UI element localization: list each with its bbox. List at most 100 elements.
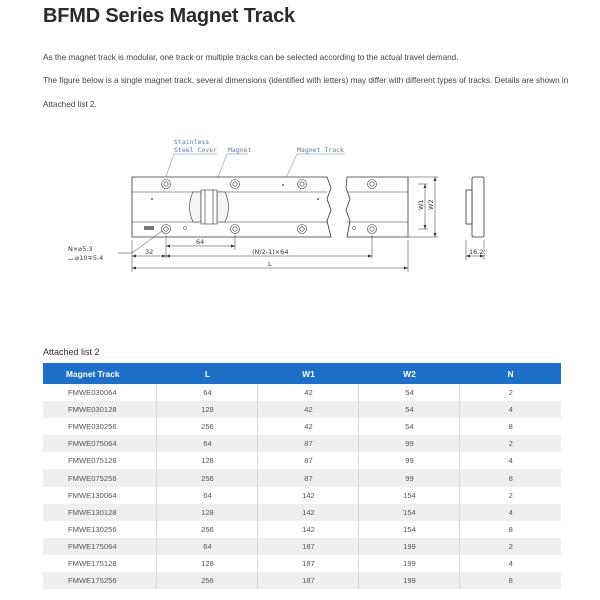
table-cell: 4	[459, 503, 561, 521]
column-header-magnet-track: Magnet Track	[43, 363, 157, 384]
figure-description: The figure below is a single magnet trac…	[43, 76, 569, 85]
table-cell: FMWE030128	[43, 401, 158, 419]
table-cell: FMWE175128	[43, 554, 158, 573]
table-cell: 142	[257, 503, 360, 521]
dim-span: (N/2-1)×64	[252, 248, 288, 256]
dim-w1: W1	[417, 199, 425, 210]
table-cell: FMWE130128	[43, 503, 158, 521]
page-title: BFMD Series Magnet Track	[43, 5, 295, 27]
table-cell: 128	[156, 401, 259, 419]
table-cell: 64	[156, 486, 259, 504]
table-cell: 128	[156, 452, 259, 470]
dim-length: L	[268, 260, 272, 268]
column-header-w2: W2	[358, 363, 460, 384]
table-cell: 99	[358, 452, 461, 470]
table-cell: 64	[156, 435, 259, 453]
table-cell: 142	[257, 486, 360, 504]
table-cell: 42	[257, 401, 360, 419]
table-cell: FMWE075064	[43, 435, 158, 453]
table-cell: 4	[459, 452, 561, 470]
table-cell: 256	[156, 572, 259, 590]
table-cell: 99	[358, 469, 461, 487]
table-cell: 4	[459, 554, 561, 573]
table-cell: 256	[156, 469, 259, 487]
callout-cover-line1: Stainless	[174, 138, 209, 146]
callout-track: Magnet Track	[297, 146, 344, 154]
table-cell: 54	[358, 384, 461, 402]
table-cell: 256	[156, 520, 259, 538]
dim-offset: 32	[145, 248, 153, 256]
table-cell: 87	[257, 435, 360, 453]
table-cell: 199	[358, 572, 461, 590]
table-cell: 2	[459, 537, 561, 555]
table-cell: 8	[459, 520, 561, 538]
column-header-l: L	[156, 363, 258, 384]
table-cell: 8	[459, 572, 561, 590]
dimension-lines	[118, 176, 485, 272]
table-cell: FMWE030256	[43, 418, 158, 436]
table-cell: 128	[156, 554, 259, 573]
dim-hole-count: N×⌀5.3	[68, 245, 93, 253]
table-cell: 4	[459, 401, 561, 419]
table-cell: 199	[358, 537, 461, 555]
table-cell: 128	[156, 503, 259, 521]
intro-paragraph: As the magnet track is modular, one trac…	[43, 53, 459, 62]
table-cell: 199	[358, 554, 461, 573]
table-cell: FMWE075128	[43, 452, 158, 470]
side-view	[465, 176, 485, 238]
table-cell: 2	[459, 384, 561, 402]
table-cell: 87	[257, 452, 360, 470]
table-cell: 154	[358, 520, 461, 538]
dim-counterbore: ⌴ ⌀10∓5.4	[68, 254, 103, 262]
callout-cover-line2: Steel Cover	[174, 146, 217, 154]
magnet-track-body	[131, 176, 409, 238]
table-cell: 256	[156, 418, 259, 436]
figure-description-continued: Attached list 2.	[43, 100, 97, 109]
table-cell: 64	[156, 537, 259, 555]
mounting-holes	[161, 179, 377, 234]
table-cell: FMWE175256	[43, 572, 158, 590]
column-header-n: N	[459, 363, 561, 384]
column-header-w1: W1	[257, 363, 359, 384]
table-cell: 54	[358, 418, 461, 436]
table-cell: 187	[257, 537, 360, 555]
attached-list-caption: Attached list 2	[43, 347, 100, 357]
table-cell: 42	[257, 384, 360, 402]
table-cell: 142	[257, 520, 360, 538]
table-cell: 2	[459, 486, 561, 504]
table-cell: 99	[358, 435, 461, 453]
callout-magnet: Magnet	[228, 146, 252, 154]
table-cell: FMWE175064	[43, 537, 158, 555]
dim-w2: W2	[427, 199, 435, 210]
table-cell: 154	[358, 503, 461, 521]
table-cell: 8	[459, 469, 561, 487]
table-cell: 54	[358, 401, 461, 419]
table-cell: FMWE130064	[43, 486, 158, 504]
table-cell: 154	[358, 486, 461, 504]
table-cell: 2	[459, 435, 561, 453]
table-cell: 187	[257, 554, 360, 573]
magnet-track-drawing: Stainless Steel Cover Magnet Magnet Trac…	[68, 138, 485, 272]
table-cell: FMWE075256	[43, 469, 158, 487]
magnet-element	[189, 189, 229, 225]
table-cell: 187	[257, 572, 360, 590]
table-cell: FMWE130256	[43, 520, 158, 538]
table-cell: FMWE030064	[43, 384, 158, 402]
table-cell: 42	[257, 418, 360, 436]
table-header-row: Magnet Track L W1 W2 N	[43, 363, 561, 384]
table-cell: 8	[459, 418, 561, 436]
dim-side-width: 16.2	[469, 248, 483, 256]
dim-pitch: 64	[196, 238, 204, 246]
